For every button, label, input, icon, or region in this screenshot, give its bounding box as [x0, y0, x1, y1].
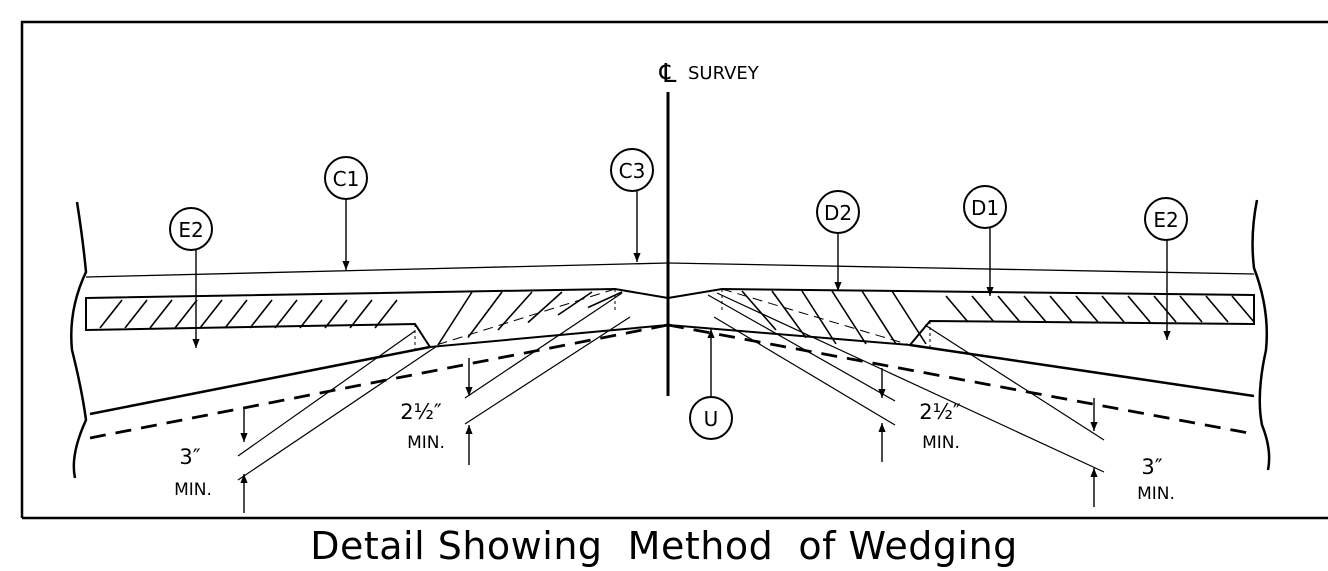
hatch-stroke — [299, 299, 323, 329]
hatch-stroke — [437, 291, 473, 346]
dashed-grade-line — [89, 323, 1255, 440]
existing-surface-lines — [89, 343, 1255, 416]
callout-leaders — [192, 190, 1171, 398]
right-break-line — [1251, 199, 1271, 471]
left-break-line — [70, 201, 88, 479]
hatch-stroke — [1075, 295, 1099, 323]
hatch-stroke — [274, 299, 298, 329]
callout-d2: D2 — [824, 201, 852, 225]
dimension-extension-lines — [237, 292, 1105, 481]
hatch-stroke — [771, 290, 807, 339]
hatch-stroke — [324, 299, 348, 329]
centerline-label: SURVEY — [688, 63, 760, 84]
dim-left-outer-unit: MIN. — [174, 480, 212, 500]
hatched-course-right — [667, 287, 1255, 347]
hatch-stroke — [1127, 295, 1151, 323]
hatch-stroke — [374, 299, 398, 329]
hatch-stroke — [557, 291, 593, 316]
callout-circles — [169, 148, 1188, 440]
hatch-stroke — [1179, 295, 1203, 323]
hatch-stroke — [1049, 295, 1073, 323]
hatch-stroke — [945, 295, 969, 323]
hatch-stroke — [1023, 295, 1047, 323]
top-surface-line — [85, 262, 1255, 278]
hatch-stroke — [741, 290, 777, 331]
dimension-arrows — [240, 358, 1098, 513]
hatch-stroke — [174, 299, 198, 329]
callout-d1: D1 — [971, 196, 999, 220]
hatch-stroke — [124, 299, 148, 329]
hatch-stroke — [1205, 295, 1229, 323]
callout-c3: C3 — [619, 159, 646, 183]
diagram-caption: Detail Showing Method of Wedging — [310, 524, 1018, 568]
dim-right-inner-value: 2½″ — [919, 400, 961, 424]
hatched-course-left — [85, 287, 669, 349]
callout-c1: C1 — [333, 167, 360, 191]
callout-e2-right: E2 — [1153, 208, 1178, 232]
hatch-stroke — [861, 290, 897, 345]
dim-left-inner-unit: MIN. — [407, 433, 445, 453]
hatch-stroke — [997, 295, 1021, 323]
hatch-stroke — [527, 291, 563, 324]
dim-left-inner-value: 2½″ — [400, 400, 442, 424]
hatch-stroke — [224, 299, 248, 329]
detail-frame — [20, 20, 1328, 520]
dim-right-outer-value: 3″ — [1141, 455, 1162, 479]
dim-right-outer-unit: MIN. — [1137, 484, 1175, 504]
hatch-stroke — [249, 299, 273, 329]
dim-right-inner-unit: MIN. — [922, 433, 960, 453]
hatch-stroke — [349, 299, 373, 329]
dim-left-outer-value: 3″ — [179, 445, 200, 469]
hatch-stroke — [1101, 295, 1125, 323]
hatch-stroke — [891, 290, 927, 345]
centerline-symbol: ℄ — [659, 59, 677, 89]
hatch-stroke — [971, 295, 995, 323]
wedge-inner-lines — [429, 288, 911, 348]
callout-u: U — [704, 407, 719, 431]
wedge-guide-lines — [414, 289, 931, 354]
hatch-stroke — [199, 299, 223, 329]
hatch-stroke — [587, 291, 623, 309]
hatch-stroke — [467, 291, 503, 338]
hatch-stroke — [149, 299, 173, 329]
hatch-stroke — [1153, 295, 1177, 323]
hatch-stroke — [99, 299, 123, 329]
callout-e2-left: E2 — [178, 218, 203, 242]
hatch-stroke — [1231, 295, 1255, 323]
hatch-stroke — [831, 290, 867, 345]
